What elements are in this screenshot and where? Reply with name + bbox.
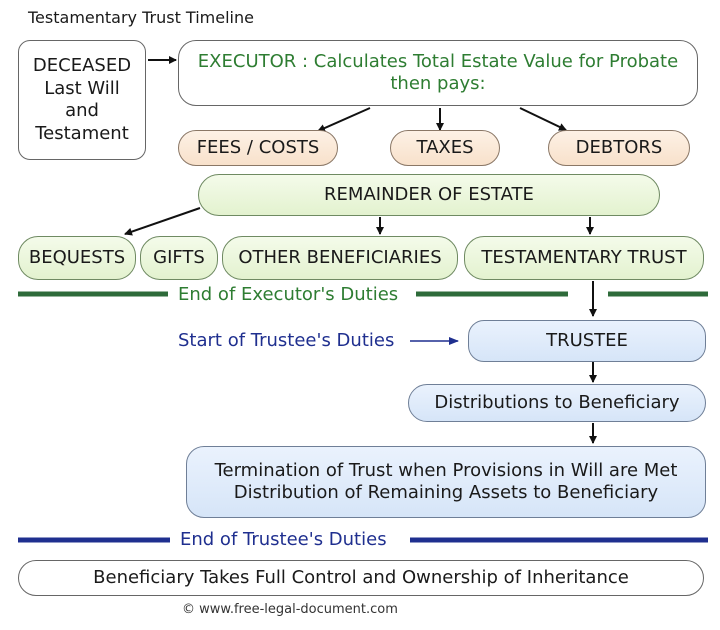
executor-line-2: then pays: xyxy=(390,73,486,94)
end-trustee-duties-label: End of Trustee's Duties xyxy=(180,529,387,550)
deceased-box: DECEASED Last Will and Testament xyxy=(18,40,146,160)
trustee-box: TRUSTEE xyxy=(468,320,706,362)
final-ownership-box: Beneficiary Takes Full Control and Owner… xyxy=(18,560,704,596)
executor-box: EXECUTOR : Calculates Total Estate Value… xyxy=(178,40,698,106)
payment-debtors: DEBTORS xyxy=(548,130,690,166)
termination-box: Termination of Trust when Provisions in … xyxy=(186,446,706,518)
termination-line-2: Distribution of Remaining Assets to Bene… xyxy=(233,482,659,503)
termination-line-1: Termination of Trust when Provisions in … xyxy=(214,459,678,481)
payment-taxes: TAXES xyxy=(390,130,500,166)
remainder-of-estate: REMAINDER OF ESTATE xyxy=(198,174,660,216)
arrow-executor-to-debtors xyxy=(519,107,567,131)
distributions-box: Distributions to Beneficiary xyxy=(408,384,706,422)
executor-line-1: EXECUTOR : Calculates Total Estate Value… xyxy=(197,50,679,72)
beneficiary-bequests: BEQUESTS xyxy=(18,236,136,280)
beneficiary-gifts: GIFTS xyxy=(140,236,218,280)
copyright-text: © www.free-legal-document.com xyxy=(182,602,398,617)
deceased-line-4: Testament xyxy=(35,122,129,144)
arrow-executor-to-fees xyxy=(317,107,371,132)
beneficiary-testamentary-trust: TESTAMENTARY TRUST xyxy=(464,236,704,280)
deceased-line-1: DECEASED xyxy=(32,55,132,76)
end-executor-duties-label: End of Executor's Duties xyxy=(178,284,399,305)
beneficiary-other: OTHER BENEFICIARIES xyxy=(222,236,458,280)
deceased-line-3: and xyxy=(65,100,99,121)
deceased-line-2: Last Will xyxy=(44,77,120,99)
arrow-remainder-to-bequests xyxy=(124,207,201,236)
diagram-title: Testamentary Trust Timeline xyxy=(28,8,254,27)
start-trustee-duties-label: Start of Trustee's Duties xyxy=(178,330,395,351)
payment-fees-costs: FEES / COSTS xyxy=(178,130,338,166)
